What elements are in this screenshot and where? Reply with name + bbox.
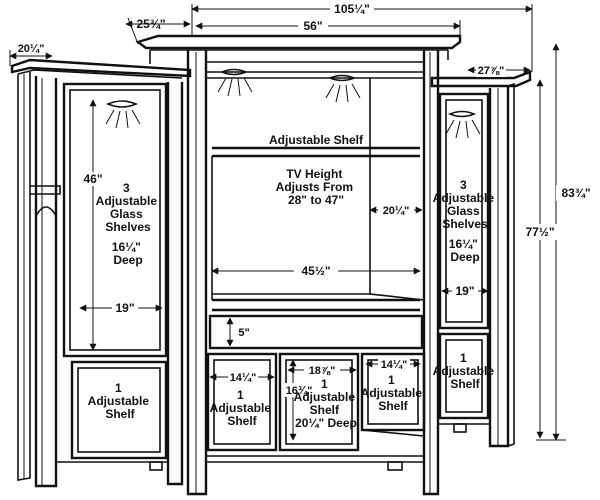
- center-left-door-label: 1 Adjustable Shelf: [210, 388, 275, 428]
- left-depth-label: 20¼": [18, 43, 45, 55]
- left-crown: [10, 58, 192, 78]
- right-puck-light-icon: [447, 110, 477, 118]
- center-left-door: [206, 352, 278, 452]
- left-door-width-label: 14¼": [230, 372, 257, 384]
- left-lower-door: [70, 360, 168, 460]
- left-crown-lip: [17, 69, 183, 79]
- top-shelf-label: Adjustable Shelf: [269, 133, 364, 147]
- left-puck-light-icon: [105, 100, 139, 108]
- dimension-labels: 105¼" 25¾" 56" 20¼" 27⅞" 83¾" 77½" 46" 1…: [18, 2, 596, 397]
- right-crown: [430, 70, 532, 88]
- left-offset-label: 25¾": [136, 17, 165, 31]
- left-rear-post: [17, 72, 31, 481]
- right-door-width-label: 14¼": [381, 359, 408, 371]
- left-glass-pane: [69, 89, 161, 351]
- right-shelf-width-label: 19": [455, 284, 474, 298]
- left-side-rail: [30, 185, 61, 195]
- center-right-door-label: 1 Adjustable Shelf: [361, 373, 426, 413]
- right-glass-shelves-label: 3 Adjustable Glass Shelves: [433, 178, 498, 231]
- overall-width-label: 105¼": [334, 2, 370, 16]
- center-mid-door: [278, 352, 360, 452]
- left-cabinet: [10, 58, 192, 488]
- left-glass-shelves-label: 3 Adjustable Glass Shelves: [96, 181, 161, 234]
- center-width-label: 56": [303, 19, 322, 33]
- tv-depth-label: 20¼": [383, 205, 410, 217]
- mid-door-height-label: 16¾": [286, 385, 313, 397]
- right-lower-shelf-label: 1 Adjustable Shelf: [433, 351, 498, 391]
- right-deep-label: 16¼" Deep: [449, 237, 481, 264]
- left-front-post: [34, 76, 58, 488]
- center-cabinet: [135, 34, 462, 496]
- left-inner-post: [166, 82, 184, 486]
- center-right-door: [360, 352, 426, 432]
- left-deep-label: 16¼" Deep: [112, 240, 144, 267]
- drawer-height-label: 5": [238, 327, 249, 339]
- center-right-puck-light-icon: [327, 74, 357, 82]
- center-crown: [135, 34, 462, 50]
- tv-width-label: 45½": [301, 264, 330, 278]
- center-inner-back: [369, 78, 425, 301]
- top-adjustable-shelf: [212, 146, 420, 158]
- center-left-post: [186, 50, 208, 496]
- center-drawer: [208, 314, 424, 350]
- right-front-post: [488, 86, 510, 448]
- left-arch: [35, 206, 57, 217]
- center-mid-door-label: 1 Adjustable Shelf 20¼" Deep: [294, 377, 359, 430]
- overall-height-label: 83¾": [561, 186, 590, 200]
- right-depth-label: 27⅞": [478, 65, 505, 77]
- mid-door-width-label: 18⅞": [309, 365, 336, 377]
- left-glass-frame: [62, 82, 168, 358]
- left-lower-shelf-label: 1 Adjustable Shelf: [88, 381, 153, 421]
- right-glass-frame: [438, 92, 490, 330]
- tv-height-label: TV Height Adjusts From 28" to 47": [276, 167, 357, 207]
- side-height-label: 77½": [525, 225, 554, 239]
- right-lower-door: [438, 332, 490, 420]
- left-shelf-width-label: 19": [115, 301, 134, 315]
- center-right-post: [422, 50, 440, 496]
- opening-height-label: 46": [83, 172, 102, 186]
- right-cabinet: [430, 70, 532, 448]
- tv-opening-floor: [212, 298, 420, 312]
- descriptive-labels: Adjustable Shelf TV Height Adjusts From …: [88, 133, 498, 430]
- center-left-puck-light-icon: [219, 68, 249, 76]
